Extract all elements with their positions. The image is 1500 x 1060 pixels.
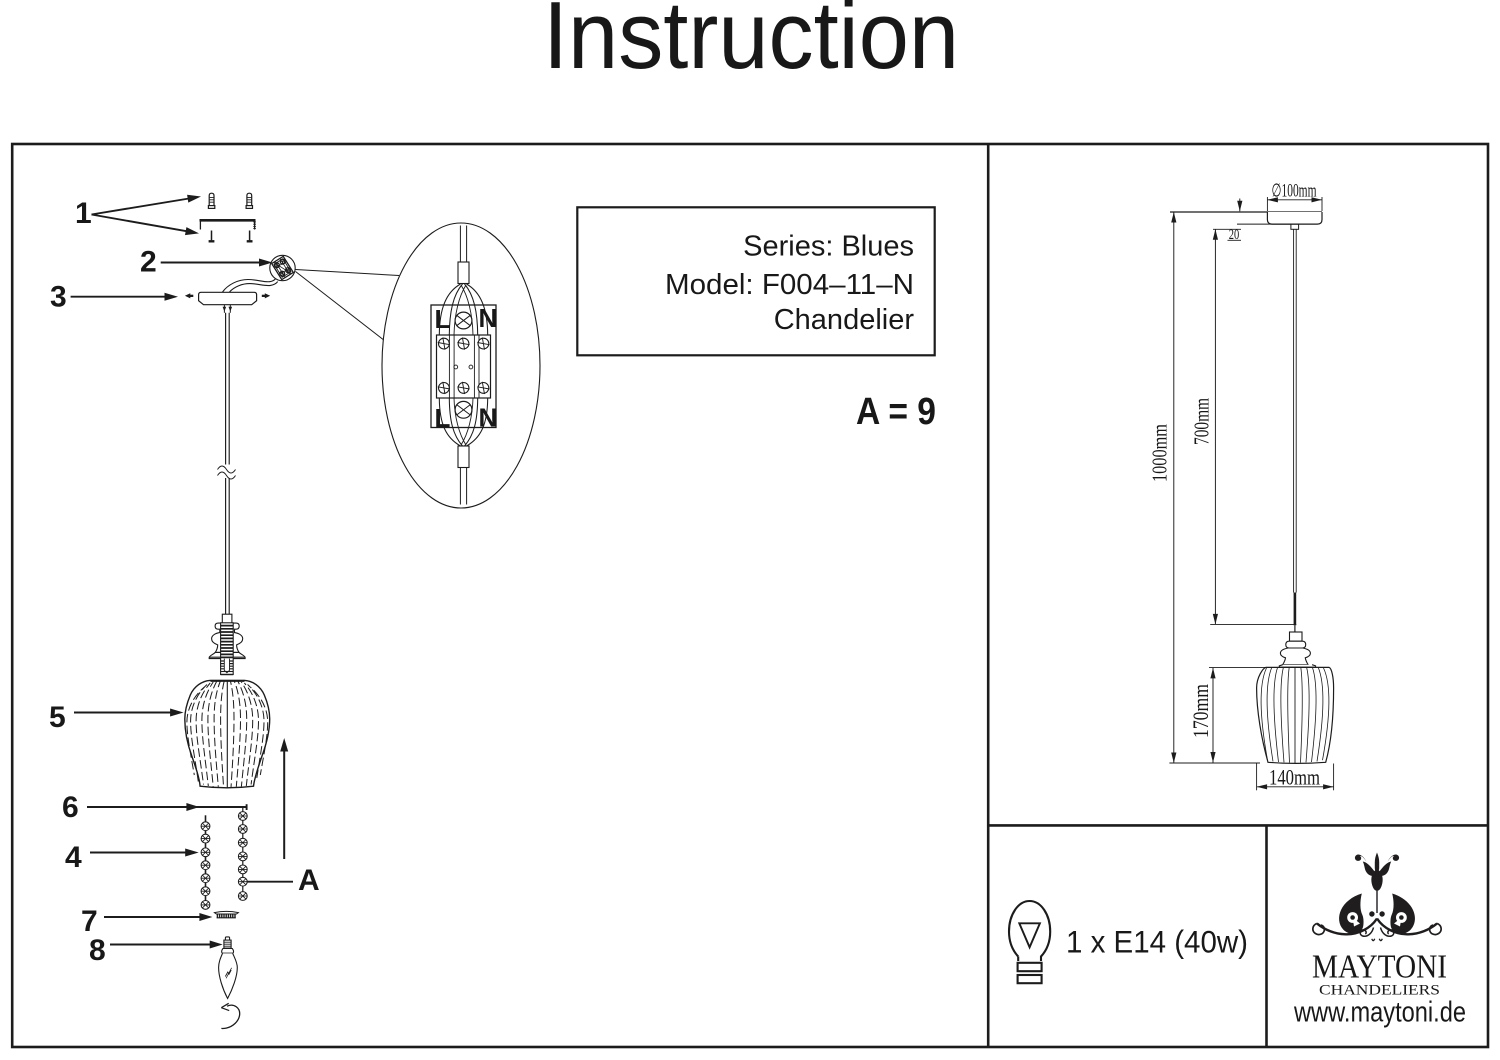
svg-text:A = 9: A = 9 [856, 391, 936, 433]
svg-text:∅100mm: ∅100mm [1272, 182, 1317, 202]
svg-text:4: 4 [65, 841, 82, 874]
svg-text:1 x E14 (40w): 1 x E14 (40w) [1066, 924, 1248, 960]
svg-text:Instruction: Instruction [543, 0, 959, 89]
svg-text:140mm: 140mm [1269, 765, 1320, 790]
svg-text:170mm: 170mm [1188, 684, 1213, 738]
svg-text:8: 8 [89, 934, 106, 967]
svg-text:7: 7 [81, 905, 98, 938]
svg-text:Chandelier: Chandelier [774, 304, 915, 336]
svg-text:N: N [479, 403, 498, 433]
svg-text:2: 2 [140, 246, 157, 279]
svg-text:CHANDELIERS: CHANDELIERS [1319, 982, 1440, 998]
svg-text:www.maytoni.de: www.maytoni.de [1293, 997, 1466, 1029]
svg-text:1: 1 [75, 197, 92, 230]
svg-text:Model: F004–11–N: Model: F004–11–N [665, 269, 914, 301]
svg-text:A: A [298, 864, 320, 897]
svg-text:5: 5 [49, 701, 66, 734]
svg-text:3: 3 [50, 281, 67, 314]
svg-text:Series: Blues: Series: Blues [743, 231, 914, 263]
svg-text:L: L [435, 304, 451, 334]
svg-text:L: L [435, 403, 451, 433]
svg-text:1000mm: 1000mm [1148, 424, 1172, 482]
svg-text:20: 20 [1229, 227, 1240, 243]
svg-text:N: N [479, 303, 498, 333]
svg-text:700mm: 700mm [1190, 398, 1214, 445]
svg-text:6: 6 [62, 791, 79, 824]
svg-text:MAYTONI: MAYTONI [1312, 949, 1447, 986]
